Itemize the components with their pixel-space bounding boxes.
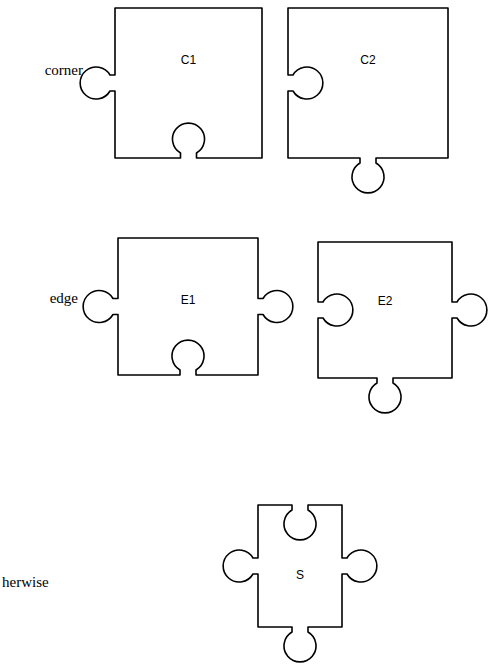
piece-label: C2 [360, 53, 375, 67]
piece-outline [220, 467, 380, 665]
piece-label: S [296, 568, 304, 582]
category-label: corner [45, 62, 83, 79]
puzzle-piece: C2 [250, 0, 486, 196]
category-label: herwise [2, 574, 49, 591]
puzzle-piece: C1 [77, 0, 300, 196]
piece-outline-path [80, 8, 262, 158]
piece-outline [250, 0, 486, 196]
puzzle-piece: E2 [280, 204, 490, 416]
piece-outline [280, 204, 490, 416]
piece-outline-path [223, 505, 377, 662]
piece-outline [77, 0, 300, 196]
piece-outline-path [83, 238, 293, 375]
category-label: edge [50, 290, 78, 307]
piece-label: E2 [378, 294, 393, 308]
piece-outline-path [288, 8, 448, 193]
puzzle-piece: S [220, 467, 380, 665]
puzzle-piece: E1 [80, 200, 296, 413]
piece-outline-path [318, 242, 487, 413]
piece-label: C1 [181, 53, 196, 67]
piece-label: E1 [181, 293, 196, 307]
